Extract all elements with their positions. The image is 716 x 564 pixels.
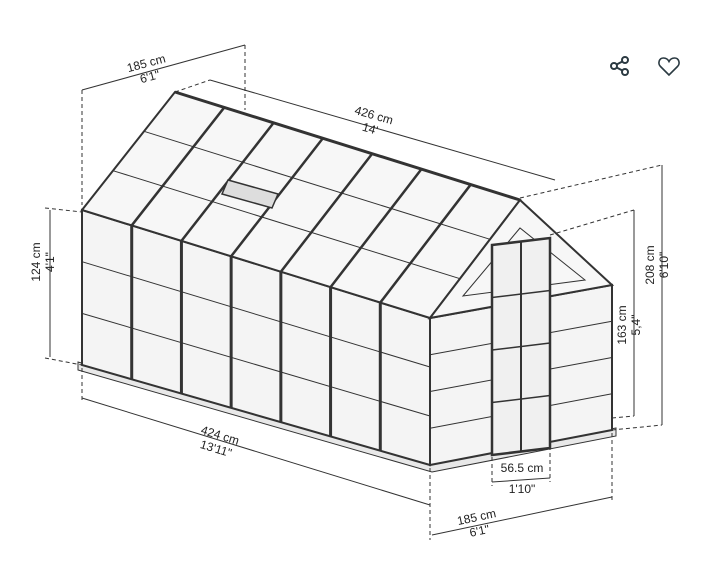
- peak-height-metric: 208 cm: [643, 245, 657, 284]
- label-peak-height: 208 cm 6'10": [643, 245, 671, 284]
- greenhouse-structure: [77, 90, 617, 473]
- heart-icon: [658, 57, 680, 77]
- label-side-height: 124 cm 4'1": [29, 242, 57, 281]
- roof-panels-mullion: [279, 152, 374, 273]
- door-rail: [491, 289, 551, 299]
- side-height-metric: 124 cm: [29, 242, 43, 281]
- door-rail: [491, 342, 551, 351]
- roof-panels-mullion: [329, 168, 423, 288]
- label-base-length: 424 cm 13'11": [198, 423, 240, 460]
- peak-height-imperial: 6'10": [657, 252, 671, 279]
- side-height-imperial: 4'1": [43, 252, 57, 272]
- door-rail: [491, 394, 551, 404]
- roof-vent: [220, 179, 280, 209]
- door-height-metric: 163 cm: [615, 305, 629, 344]
- label-door-height: 163 cm 5,4": [615, 305, 643, 344]
- label-roof-width: 185 cm 6'1": [125, 51, 167, 86]
- door-width-metric: 56.5 cm: [501, 461, 544, 475]
- side-wall-rail: [81, 261, 431, 368]
- roof-width-imperial: 6'1": [138, 67, 161, 86]
- door-height-imperial: 5,4": [629, 315, 643, 336]
- side-wall-rail: [81, 312, 431, 417]
- favorite-button[interactable]: [654, 51, 684, 81]
- roof-ridge: [174, 90, 521, 202]
- dimension-lines: [44, 44, 663, 540]
- roof-panels-rail: [143, 130, 491, 240]
- base-width-imperial: 6'1": [468, 522, 490, 540]
- share-icon: [610, 56, 629, 76]
- label-door-width: 56.5 cm 1'10": [501, 461, 544, 496]
- label-base-width: 185 cm 6'1": [456, 506, 497, 540]
- roof-panels-mullion: [130, 106, 226, 227]
- door-width-imperial: 1'10": [509, 482, 536, 496]
- roof-panels-mullion: [379, 183, 472, 304]
- share-button[interactable]: [605, 51, 635, 81]
- roof-panels-rail: [112, 170, 461, 280]
- roof-length-imperial: 14': [361, 120, 380, 138]
